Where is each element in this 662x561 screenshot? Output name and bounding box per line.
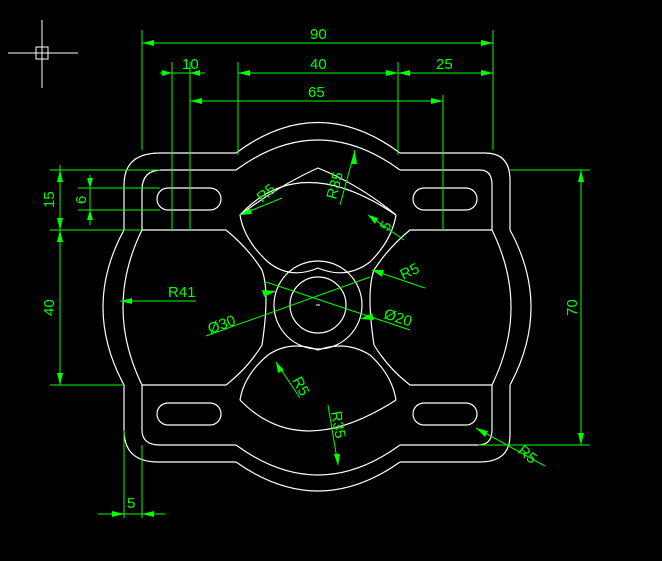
outer-top-arc <box>235 121 401 154</box>
crosshair-cursor-icon <box>8 20 78 88</box>
dim-slot-width: 10 <box>182 56 199 73</box>
center-hole-inner <box>289 276 347 334</box>
slot-bottom-left <box>156 402 222 426</box>
dim-arc-left: R41 <box>168 284 196 301</box>
dim-slot-height: 6 <box>73 196 90 204</box>
dim-fillet-corner: R5 <box>514 442 540 467</box>
dim-bottom-offset: 5 <box>127 495 135 512</box>
dim-left-height: 40 <box>41 299 58 316</box>
slot-top-right <box>412 187 478 211</box>
dim-overall-height: 70 <box>564 299 581 316</box>
dim-slot-spacing: 65 <box>308 84 325 101</box>
dim-fillet-bottom: R5 <box>288 374 312 399</box>
slot-top-left <box>156 187 222 211</box>
outer-bottom-arc <box>235 461 401 492</box>
dim-right-offset: 25 <box>436 56 453 73</box>
outer-left-arc <box>102 229 125 386</box>
outer-right-arc <box>509 229 532 386</box>
dim-fillet-right-mid: R5 <box>398 260 423 284</box>
dim-inner-span: 40 <box>310 56 327 73</box>
dim-arc-bottom: R35 <box>327 410 349 440</box>
part-geometry <box>102 121 532 492</box>
dim-hole-inner: Ø20 <box>382 306 414 331</box>
dim-overall-width: 90 <box>310 26 327 43</box>
dimension-layer: 90 10 40 25 65 15 6 <box>41 26 590 518</box>
dim-top-height: 15 <box>41 191 58 208</box>
dim-fillet-right-top: 5 <box>377 218 396 234</box>
center-hole-outer <box>273 260 363 350</box>
dim-hole-outer: Ø30 <box>206 312 238 338</box>
dim-arc-top: R35 <box>323 170 347 201</box>
slot-bottom-right <box>412 402 478 426</box>
